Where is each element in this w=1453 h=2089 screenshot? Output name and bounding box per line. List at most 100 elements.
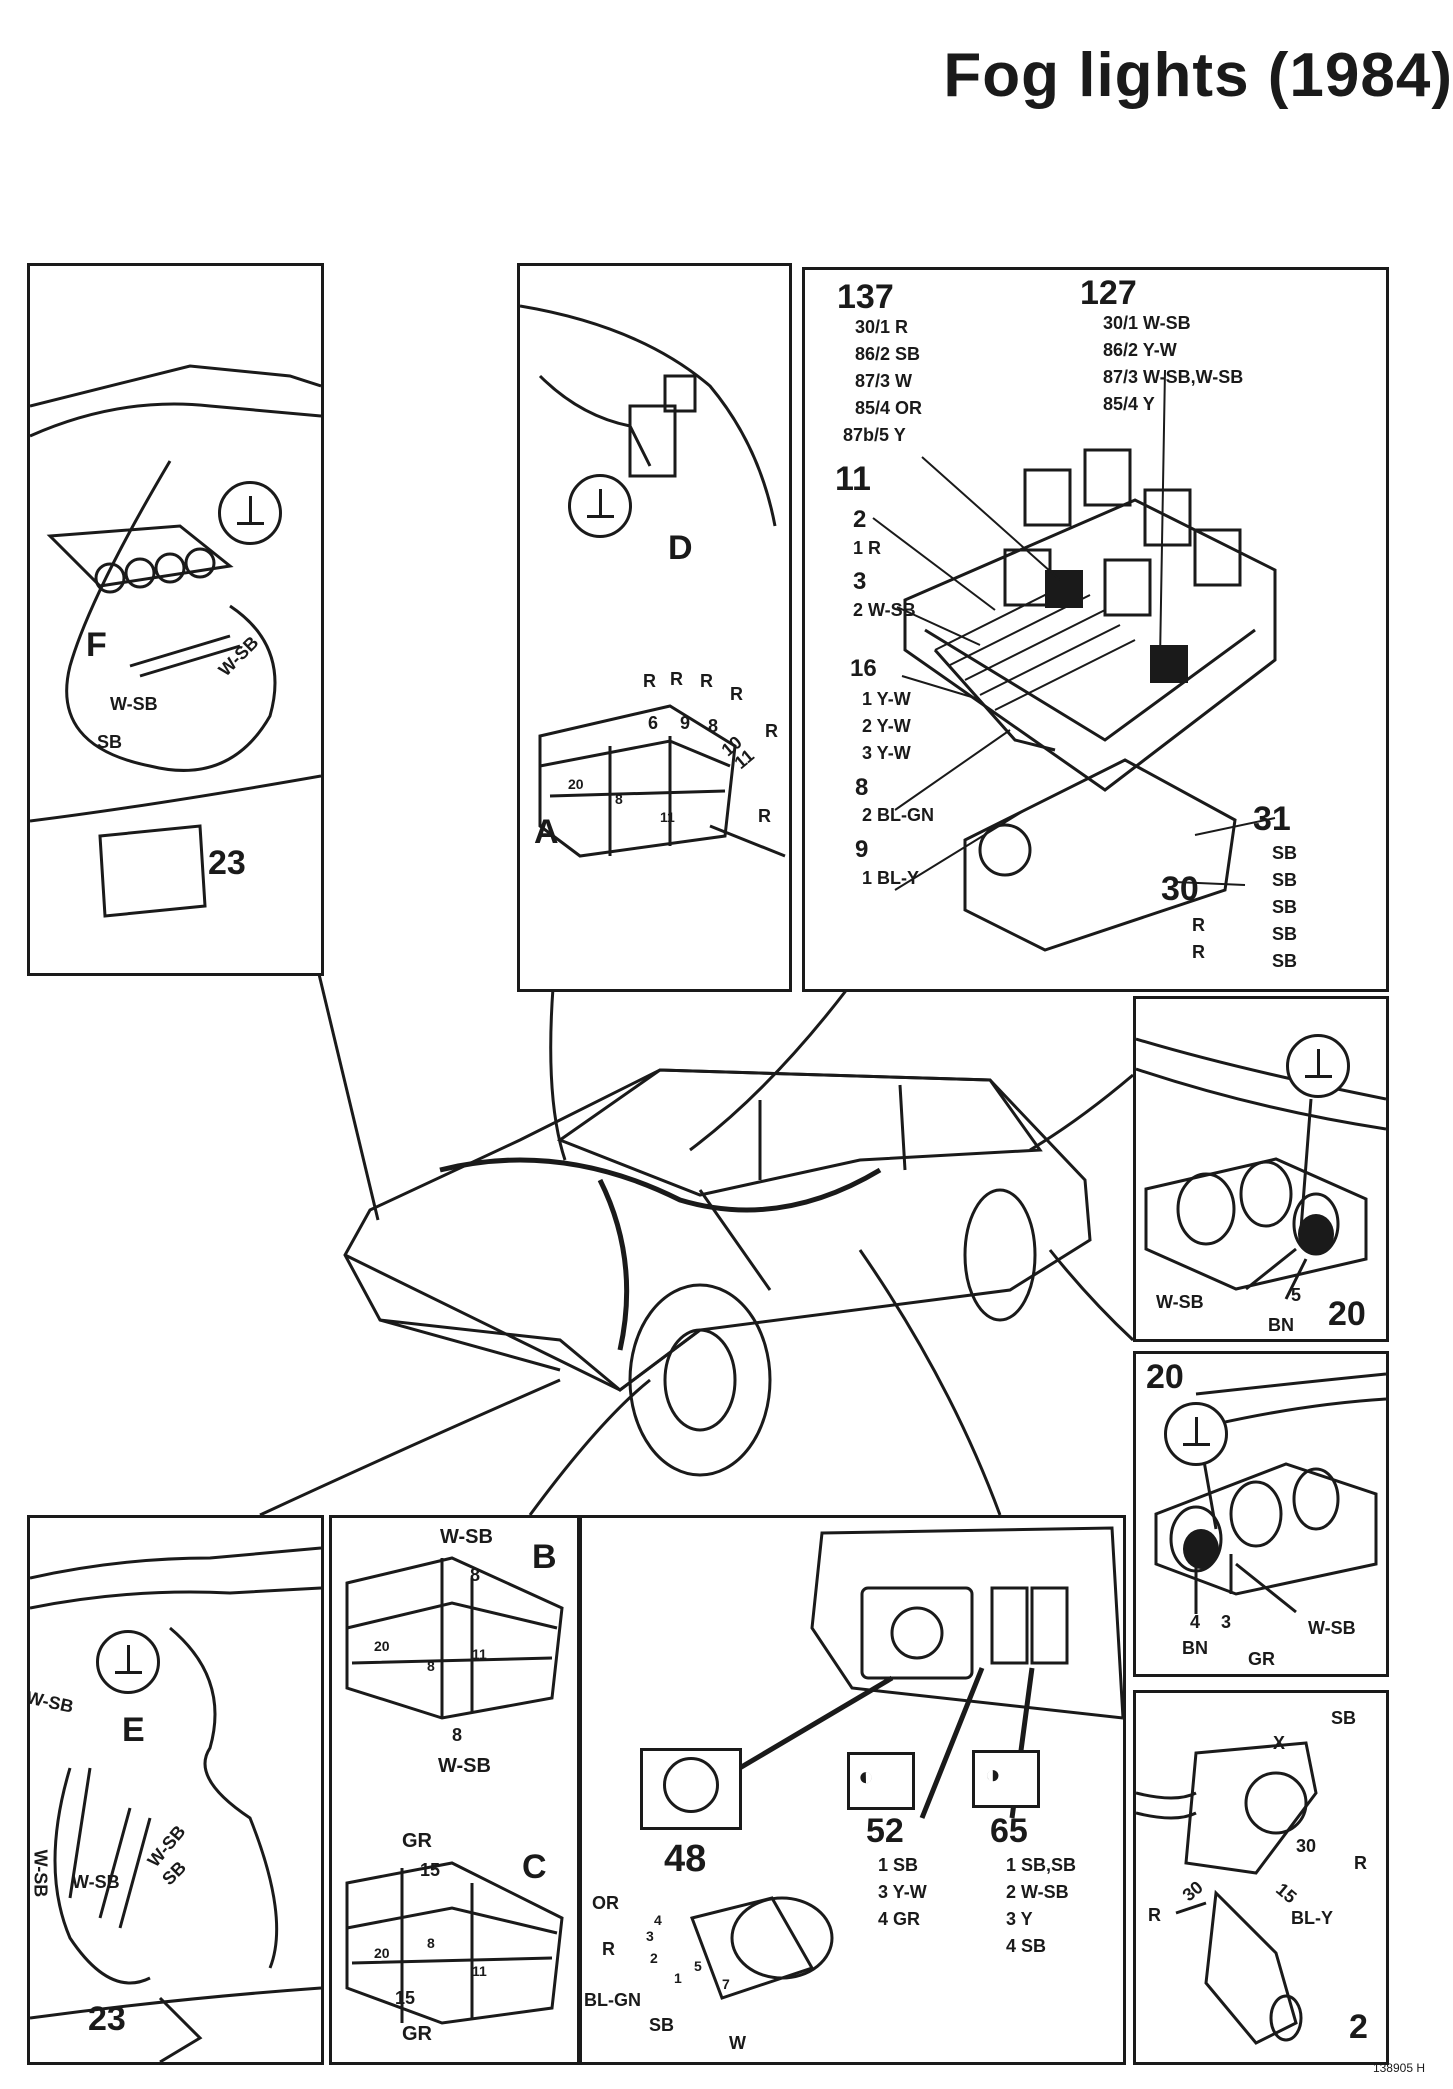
connector-30-pin-1: R [1192,915,1205,935]
connector-31-pin-1: SB [1272,843,1298,863]
relay-137-pins: 30/1 R 86/2 SB 87/3 W 85/4 OR 87b/5 Y [843,314,923,449]
relay-137-pin-4: 85/4 OR [855,398,923,418]
ignition-wire-r-b: R [1148,1905,1161,1925]
switch-48-pin-1: 1 [674,1970,682,1986]
switch-48-wire-r: R [602,1939,615,1959]
switch-65-pin-3: 3 Y [1006,1909,1033,1929]
switch-48-wire-bl-gn: BL-GN [584,1990,641,2010]
rear-lower-wire-b: GR [1248,1649,1275,1669]
ignition-term-x: X [1273,1733,1286,1753]
front-fog-light-icon: ◐ [858,1761,874,1791]
panel-c-num-8: 8 [427,1935,435,1951]
rear-upper-wire-a: W-SB [1156,1292,1204,1312]
panel-fuse-relay-box: 137 30/1 R 86/2 SB 87/3 W 85/4 OR 87b/5 … [802,267,1389,992]
panel-b-bottom-pin: 8 [452,1725,463,1745]
rear-fog-light-icon: ◑ [985,1759,1001,1789]
panel-b-letter: B [532,1538,557,1576]
relay-137-pin-5: 87b/5 Y [843,425,906,445]
rear-lower-pin-a: 4 [1190,1612,1201,1632]
panel-c-bottom-pin: 15 [395,1988,416,2008]
panel-a-wire-5: R [765,721,778,741]
connector-9-number: 9 [855,836,869,863]
relay-137-pin-3: 87/3 W [855,371,913,391]
panel-a-pin-9: 9 [680,713,691,733]
panel-b-num-8: 8 [427,1658,435,1674]
panel-rear-light-upper: W-SB 5 BN 20 [1133,996,1389,1342]
relay-127-pin-3: 87/3 W-SB,W-SB [1103,367,1244,387]
panel-c-top-pin: 15 [420,1860,441,1880]
switch-52-icon-box: ◐ [847,1752,915,1810]
panel-d-a-drawing [520,304,786,858]
relay-127-pin-2: 86/2 Y-W [1103,340,1177,360]
connector-31-number: 31 [1253,800,1291,838]
rear-lower-drawing [1154,1372,1386,1614]
panel-d-a-connector: D R R R R R 6 9 8 10 11 20 8 11 R A [517,263,792,992]
ignition-number: 2 [1349,2008,1368,2046]
switch-52-number: 52 [866,1812,904,1850]
connector-16-pins: 1 Y-W 2 Y-W 3 Y-W [862,686,911,767]
panel-a-pin-6: 6 [648,713,659,733]
switch-48-icon-box [640,1748,742,1830]
rear-lower-number: 20 [1146,1358,1184,1396]
connector-11-number: 11 [835,460,871,498]
relay-127-number: 127 [1080,274,1137,312]
connector-16-pin-3: 3 Y-W [862,743,911,763]
connector-11-sub-3: 3 [853,568,867,595]
panel-f-engine-bay: F W-SB W-SB SB 23 [27,263,324,976]
panel-c-num-20: 20 [374,1945,390,1961]
panel-c-letter: C [522,1848,547,1886]
connector-31-pin-4: SB [1272,924,1298,944]
panel-f-letter: F [86,626,107,664]
connector-31-pin-2: SB [1272,870,1298,890]
switch-65-icon-box: ◑ [972,1750,1040,1808]
panel-a-wire-3: R [700,671,713,691]
relay-137-number: 137 [837,278,894,316]
switch-48-pin-3: 3 [646,1928,654,1944]
panel-f-drawing [30,364,321,918]
panel-a-bottom-wire: R [758,806,771,826]
connector-11-pin-1: 1 R [853,538,882,558]
panel-b-bottom-wire: W-SB [438,1755,491,1777]
switch-52-pin-3: 4 GR [878,1909,921,1929]
rear-upper-wire-b: BN [1268,1315,1294,1335]
connector-30-pin-2: R [1192,942,1205,962]
switch-48-pin-5: 5 [694,1958,702,1974]
switch-52-pin-2: 3 Y-W [878,1882,927,1902]
connector-11-pin-2: 2 W-SB [853,600,916,620]
ground-symbol-icon [568,474,632,538]
drawing-reference: 138905 H [1372,2061,1425,2075]
panel-a-block-num-11: 11 [660,809,675,825]
connector-8-pin: 2 BL-GN [862,805,934,825]
panel-ignition-switch: SB X 30 R 30 R 15 BL-Y 2 [1133,1690,1389,2065]
panel-b-c-connectors: W-SB B 8 20 8 11 8 W-SB GR 15 C 20 8 11 … [329,1515,580,2065]
panel-f-wire-2: W-SB [110,694,158,714]
switch-65-pin-2: 2 W-SB [1006,1882,1069,1902]
switch-48-pin-7: 7 [722,1976,730,1992]
ignition-wire-bl-y: BL-Y [1291,1908,1333,1928]
connector-8-number: 8 [855,774,869,801]
connector-30-number: 30 [1161,870,1199,908]
rear-lower-wire-c: W-SB [1308,1618,1356,1638]
panel-e-ref-number: 23 [88,2000,126,2038]
switch-48-wire-or: OR [592,1893,619,1913]
connector-16-number: 16 [850,655,877,682]
panel-c-bottom-wire: GR [402,2023,432,2045]
relay-127-pin-1: 30/1 W-SB [1103,313,1191,333]
page-title: Fog lights (1984) [943,41,1453,110]
connector-16-pin-1: 1 Y-W [862,689,911,709]
rear-upper-drawing [1136,1037,1386,1300]
connector-31-pins: SB SB SB SB SB [1272,840,1297,975]
ignition-wire-r-a: R [1354,1853,1367,1873]
panel-a-pin-8: 8 [708,716,719,736]
panel-a-wire-4: R [730,684,743,704]
switch-48-pin-4: 4 [654,1912,662,1928]
panel-b-num-20: 20 [374,1638,390,1654]
panel-e-wire-2: W-SB [30,1849,51,1898]
panel-b-top-wire: W-SB [440,1526,493,1548]
relay-127-pin-4: 85/4 Y [1103,394,1155,414]
connector-31-pin-3: SB [1272,897,1298,917]
rear-upper-number: 20 [1328,1295,1366,1333]
switch-48-number: 48 [664,1838,707,1880]
panel-b-num-11: 11 [472,1646,487,1662]
